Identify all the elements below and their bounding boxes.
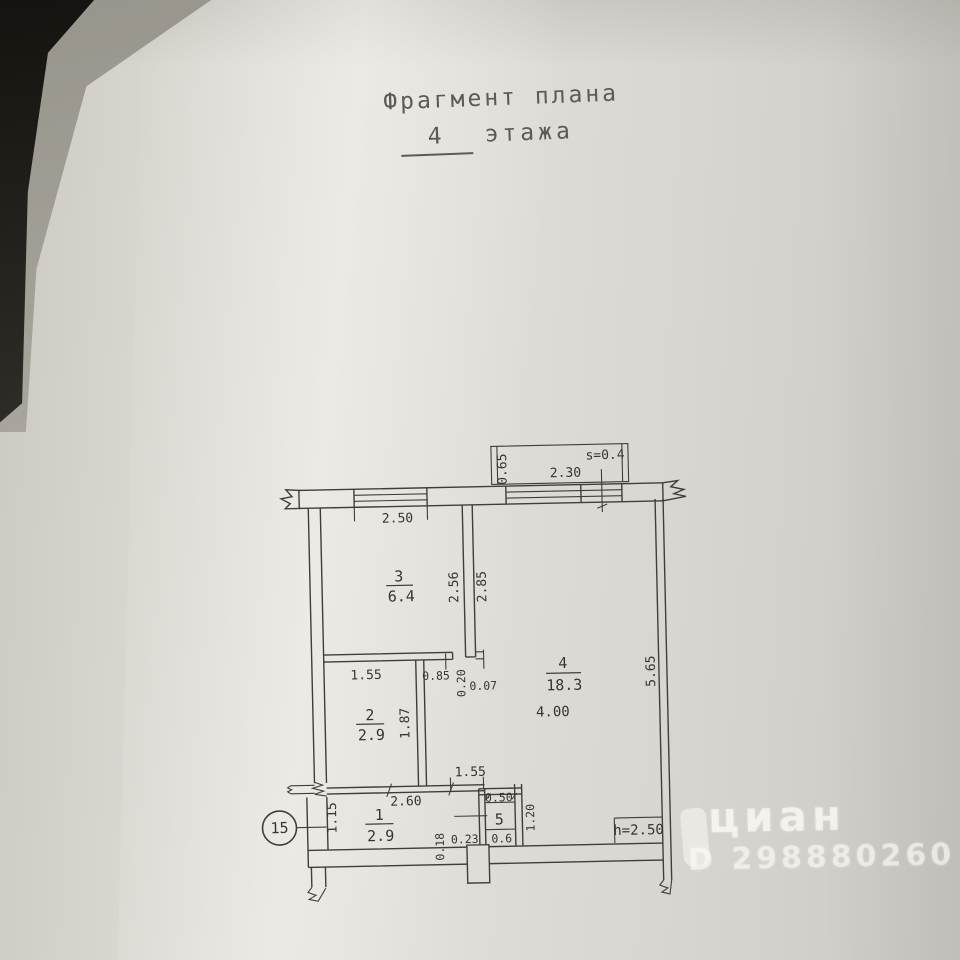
floor-plan: 15 0.65 2.30 s=0.4 2.50 3 6.4 2.56 2.85 … — [238, 432, 700, 913]
room3-number: 3 — [394, 567, 403, 585]
wall-break-top-left — [278, 488, 302, 510]
entry-door — [466, 843, 491, 884]
room1-width-dim: 2.60 — [390, 794, 422, 810]
room2-width-dim: 1.55 — [350, 668, 382, 684]
room5-walls — [477, 783, 524, 847]
room1-depth-dim: 1.15 — [325, 802, 341, 834]
room4-area: 18.3 — [546, 676, 583, 695]
watermark-id: D 298880260 — [687, 837, 956, 878]
room4-width-dim: 4.00 — [536, 704, 570, 721]
walls — [261, 443, 687, 902]
room2-area: 2.9 — [358, 726, 385, 745]
room1-area: 2.9 — [367, 827, 394, 846]
plan-labels: 15 0.65 2.30 s=0.4 2.50 3 6.4 2.56 2.85 … — [270, 448, 664, 861]
room1-number: 1 — [375, 806, 384, 824]
room5-off-b-dim: 0.18 — [433, 833, 448, 861]
wall-break-top-right — [662, 479, 687, 502]
room5-number: 5 — [495, 810, 504, 828]
room3-area: 6.4 — [388, 587, 415, 606]
room3-depth-a-dim: 2.56 — [447, 571, 463, 603]
hall-dim-c: 0.07 — [469, 678, 497, 693]
balcony-outline — [490, 443, 630, 513]
floor-suffix: этажа — [484, 118, 575, 148]
apartment-badge-leader — [296, 826, 327, 829]
floor-number: 4 — [400, 120, 474, 157]
room2-depth-dim: 1.87 — [398, 708, 414, 740]
room5-depth-dim: 1.20 — [523, 804, 538, 832]
room5-inner-dim: 0.50 — [485, 790, 513, 805]
wall-break-bottom-right — [658, 879, 673, 895]
divider-stub — [475, 649, 485, 669]
plan-title: Фрагмент плана 4 этажа — [383, 79, 621, 157]
room5-top-dim: 1.55 — [454, 765, 486, 781]
room4-depth-dim: 5.65 — [644, 655, 660, 687]
apartment-number-label: 15 — [270, 819, 288, 837]
balcony-length-dim: 2.30 — [550, 466, 582, 482]
balcony-area-dim: s=0.4 — [585, 448, 625, 464]
window-lines — [353, 489, 622, 502]
room5-area: 0.6 — [491, 831, 512, 845]
title-line1: Фрагмент плана — [382, 80, 620, 116]
hall-dim-a: 0.85 — [422, 668, 450, 683]
left-wall-stub — [286, 784, 315, 795]
title-line2: 4 этажа — [400, 115, 621, 157]
room3-depth-b-dim: 2.85 — [475, 571, 491, 603]
hall-dim-b: 0.20 — [454, 669, 469, 697]
wall-break-left — [310, 781, 327, 797]
watermark-brand: циан — [707, 790, 847, 843]
room5-off-a-dim: 0.23 — [451, 832, 479, 847]
fraction-lines — [356, 584, 582, 825]
wall-break-bottom-left — [307, 887, 327, 902]
dimension-ticks — [353, 505, 663, 844]
room2-number: 2 — [365, 706, 374, 724]
balcony-width-dim: 0.65 — [495, 453, 511, 485]
top-window-dim: 2.50 — [382, 511, 414, 527]
ceiling-height-note: h=2.50 — [613, 822, 664, 839]
room4-number: 4 — [558, 654, 567, 672]
floor-plan-drawing: 15 0.65 2.30 s=0.4 2.50 3 6.4 2.56 2.85 … — [261, 443, 687, 902]
